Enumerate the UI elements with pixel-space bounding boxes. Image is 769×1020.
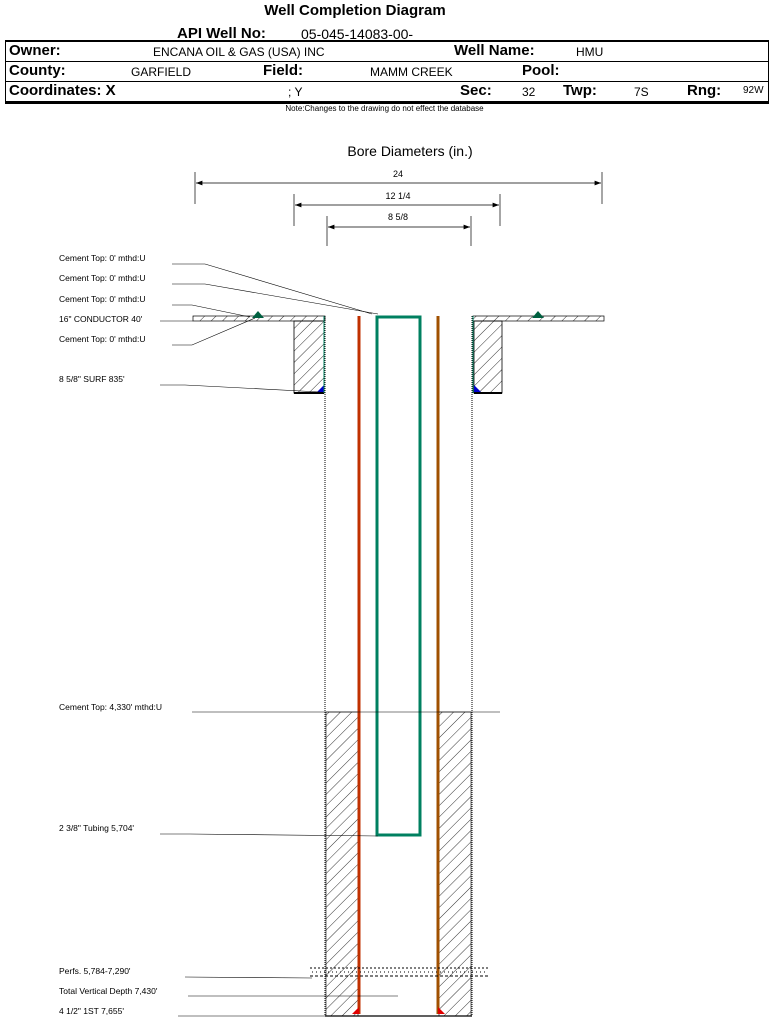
county-label: County: bbox=[9, 62, 66, 79]
conductor-marker-icon bbox=[252, 311, 264, 318]
owner-label: Owner: bbox=[9, 42, 61, 59]
note-text: Note:Changes to the drawing do not effec… bbox=[285, 104, 484, 113]
rng-label: Rng: bbox=[687, 82, 722, 99]
twp-label: Twp: bbox=[563, 82, 597, 99]
api-value: 05-045-14083-00- bbox=[301, 26, 414, 42]
coordinates-label: Coordinates: X bbox=[9, 82, 116, 99]
dimension-12-1-4: 12 1/4 bbox=[293, 191, 501, 226]
rng-value: 92W bbox=[743, 85, 764, 96]
dimension-label: 12 1/4 bbox=[385, 191, 410, 201]
county-value: GARFIELD bbox=[131, 65, 192, 79]
callout-label: Cement Top: 0' mthd:U bbox=[59, 334, 146, 344]
pool-label: Pool: bbox=[522, 62, 560, 79]
bore-diameters-title: Bore Diameters (in.) bbox=[347, 143, 472, 159]
perforations bbox=[310, 967, 490, 977]
production-cement-left bbox=[325, 711, 359, 1017]
production-shoe-icon bbox=[352, 1007, 359, 1014]
callout-label: 4 1/2" 1ST 7,655' bbox=[59, 1006, 124, 1016]
dimension-label: 24 bbox=[393, 169, 403, 179]
callout-label: 16" CONDUCTOR 40' bbox=[59, 314, 143, 324]
header-table: Owner: ENCANA OIL & GAS (USA) INC Well N… bbox=[5, 40, 769, 104]
callout-label: Cement Top: 0' mthd:U bbox=[59, 273, 146, 283]
api-label: API Well No: bbox=[177, 25, 266, 42]
production-cement-right bbox=[438, 711, 472, 1017]
coordinates-y: ; Y bbox=[288, 85, 303, 99]
callout-label: Cement Top: 0' mthd:U bbox=[59, 253, 146, 263]
callout-label: 8 5/8" SURF 835' bbox=[59, 374, 125, 384]
well-name-value: HMU bbox=[576, 45, 604, 59]
field-value: MAMM CREEK bbox=[370, 65, 453, 79]
page-title: Well Completion Diagram bbox=[264, 2, 446, 19]
surface-shoe-icon bbox=[474, 385, 481, 392]
tubing bbox=[375, 315, 422, 837]
dimension-8-5-8: 8 5/8 bbox=[326, 212, 472, 246]
callout-label: Cement Top: 4,330' mthd:U bbox=[59, 702, 162, 712]
callout-label: Total Vertical Depth 7,430' bbox=[59, 986, 158, 996]
county-row: County: GARFIELD Field: MAMM CREEK Pool: bbox=[6, 62, 768, 82]
callouts: Cement Top: 0' mthd:U Cement Top: 0' mth… bbox=[59, 253, 500, 1017]
field-label: Field: bbox=[263, 62, 303, 79]
owner-row: Owner: ENCANA OIL & GAS (USA) INC Well N… bbox=[6, 42, 768, 62]
api-row: API Well No: 05-045-14083-00- bbox=[5, 24, 767, 42]
sec-value: 32 bbox=[522, 85, 536, 99]
surface-cement-right bbox=[473, 320, 503, 394]
well-name-label: Well Name: bbox=[454, 42, 535, 59]
callout-label: 2 3/8" Tubing 5,704' bbox=[59, 823, 134, 833]
surface-cement-left bbox=[293, 320, 325, 394]
coordinates-row: Coordinates: X ; Y Sec: 32 Twp: 7S Rng: … bbox=[6, 82, 768, 103]
callout-label: Perfs. 5,784-7,290' bbox=[59, 966, 131, 976]
conductor-ground-right bbox=[472, 311, 605, 322]
twp-value: 7S bbox=[634, 85, 649, 99]
dimension-label: 8 5/8 bbox=[388, 212, 408, 222]
sec-label: Sec: bbox=[460, 82, 492, 99]
production-shoe-icon bbox=[438, 1007, 445, 1014]
surface-shoe-icon bbox=[317, 385, 324, 392]
owner-value: ENCANA OIL & GAS (USA) INC bbox=[153, 45, 325, 59]
conductor-marker-icon bbox=[532, 311, 544, 318]
callout-label: Cement Top: 0' mthd:U bbox=[59, 294, 146, 304]
conductor-ground-left bbox=[192, 311, 326, 322]
dimension-24: 24 bbox=[194, 169, 603, 204]
